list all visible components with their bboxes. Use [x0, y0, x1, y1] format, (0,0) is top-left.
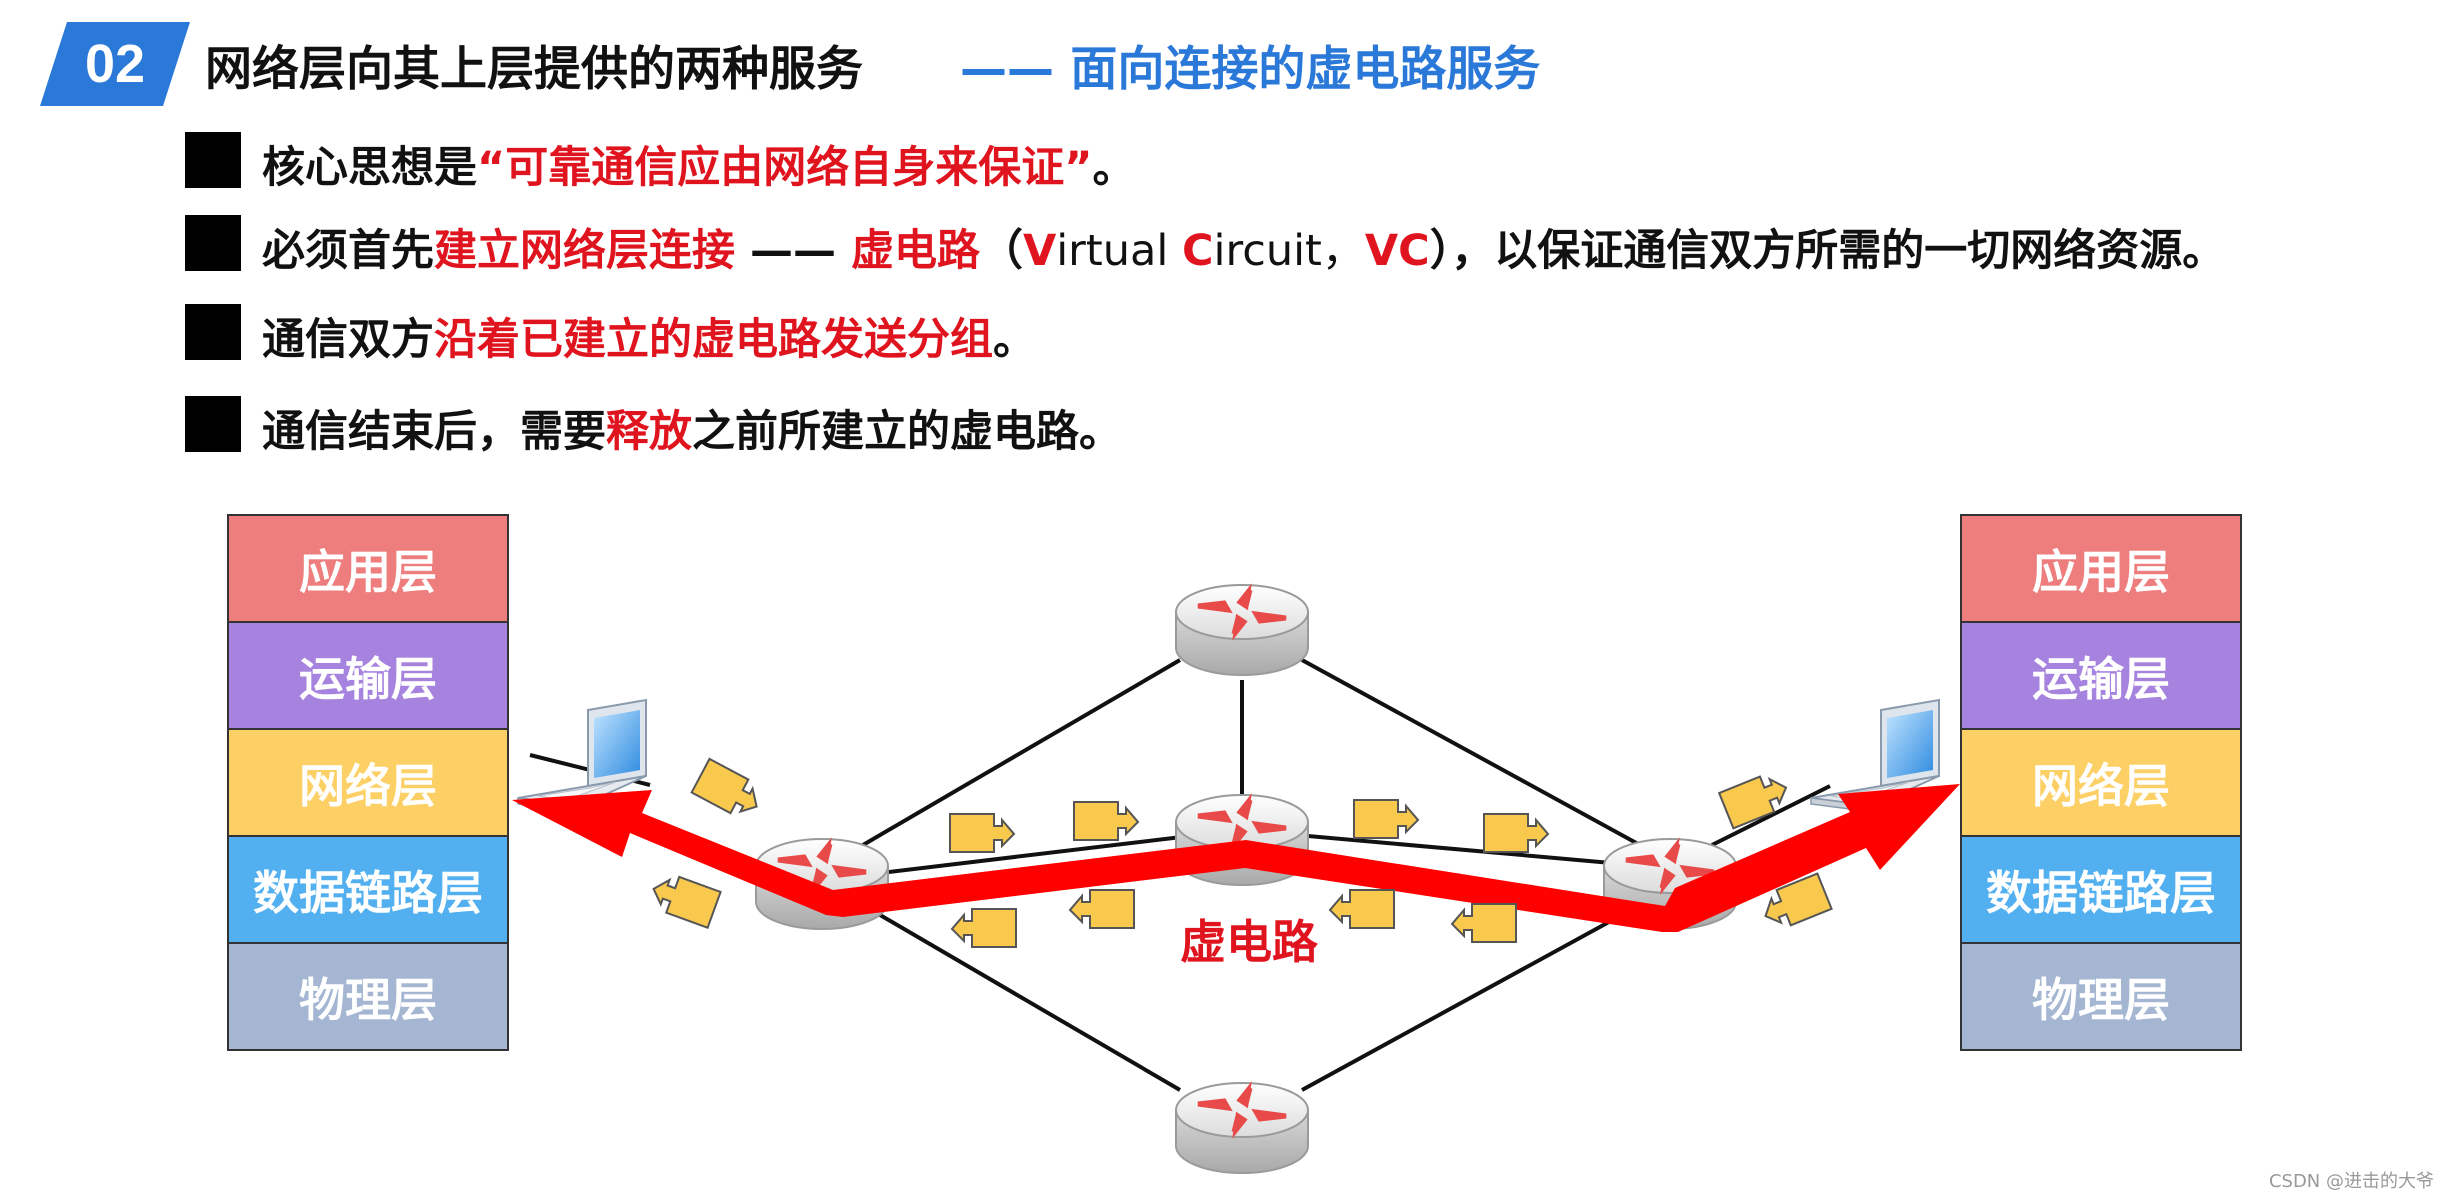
application-layer: 应用层 — [229, 516, 507, 623]
text: ），以保证通信双方所需的一切网络资源。 — [1429, 226, 2226, 276]
highlight: “可靠通信应由网络自身来保证” — [477, 143, 1093, 193]
packet-icon — [1353, 799, 1419, 839]
packet-icon — [951, 908, 1017, 948]
watermark-credit: CSDN @进击的大爷 — [2268, 1171, 2434, 1192]
packet-icon — [1329, 889, 1395, 929]
packet-icon — [949, 813, 1015, 853]
bullet-line-4: 通信结束后，需要释放之前所建立的虚电路。 — [262, 397, 1122, 459]
bullet-square-icon — [185, 215, 241, 271]
bullet-line-1: 核心思想是“可靠通信应由网络自身来保证”。 — [262, 133, 1136, 195]
highlight: V — [1022, 226, 1057, 276]
datalink-layer: 数据链路层 — [1962, 837, 2240, 944]
virtual-circuit-label: 虚电路 — [1180, 915, 1318, 969]
right-protocol-stack: 应用层运输层网络层数据链路层物理层 — [1960, 514, 2242, 1051]
highlight: VC — [1364, 226, 1430, 276]
section-number-badge: 02 — [40, 22, 190, 106]
packet-icon — [646, 869, 722, 929]
section-number: 02 — [84, 34, 146, 94]
text: irtual — [1056, 226, 1182, 276]
packet-icon — [1718, 768, 1794, 830]
transport-layer: 运输层 — [229, 623, 507, 730]
bullet-square-icon — [185, 132, 241, 188]
packet-icon — [1073, 801, 1139, 841]
bullet-square-icon — [185, 396, 241, 452]
text: ircuit， — [1213, 226, 1365, 276]
datalink-layer: 数据链路层 — [229, 837, 507, 944]
highlight: 建立网络层连接 — [434, 226, 735, 276]
router-top-icon — [1176, 585, 1308, 675]
highlight: 释放 — [606, 407, 692, 457]
text: 通信双方 — [262, 315, 434, 365]
text: 之前所建立的虚电路。 — [692, 407, 1122, 457]
highlight: 虚电路 — [850, 226, 980, 276]
text: 通信结束后，需要 — [262, 407, 606, 457]
router-bottom-icon — [1176, 1083, 1308, 1173]
text: （ — [979, 226, 1023, 276]
text: 。 — [1092, 143, 1136, 193]
packet-icon — [1451, 903, 1517, 943]
bullet-line-2: 必须首先建立网络层连接 —— 虚电路（Virtual Circuit，VC），以… — [262, 216, 2225, 278]
packet-icon — [690, 757, 768, 824]
physical-layer: 物理层 — [1962, 944, 2240, 1049]
application-layer: 应用层 — [1962, 516, 2240, 623]
bullet-square-icon — [185, 304, 241, 360]
bullet-line-3: 通信双方沿着已建立的虚电路发送分组。 — [262, 305, 1036, 367]
network-layer: 网络层 — [1962, 730, 2240, 837]
text: 必须首先 — [262, 226, 434, 276]
left-protocol-stack: 应用层运输层网络层数据链路层物理层 — [227, 514, 509, 1051]
transport-layer: 运输层 — [1962, 623, 2240, 730]
text: 。 — [993, 315, 1036, 365]
packet-icon — [1483, 813, 1549, 853]
slide-subtitle: —— 面向连接的虚电路服务 — [960, 42, 1541, 97]
text: —— — [735, 226, 851, 276]
virtual-circuit-arrow — [512, 784, 1960, 932]
highlight: C — [1181, 226, 1214, 276]
physical-layer: 物理层 — [229, 944, 507, 1049]
text: 核心思想是 — [262, 143, 477, 193]
highlight: 沿着已建立的虚电路发送分组 — [434, 315, 993, 365]
packet-icon — [1069, 889, 1135, 929]
slide-title: 网络层向其上层提供的两种服务 — [205, 42, 863, 97]
network-layer: 网络层 — [229, 730, 507, 837]
